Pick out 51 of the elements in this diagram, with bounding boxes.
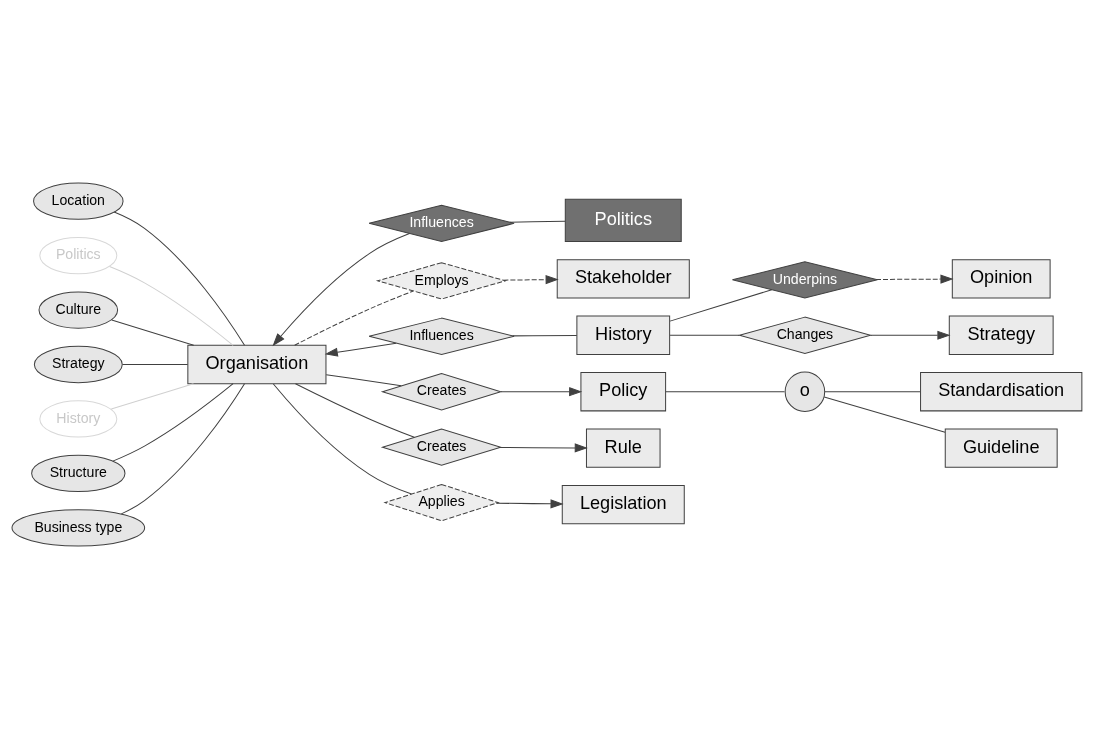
node-box: Guideline	[944, 428, 1058, 468]
node-ellipse: Business type	[11, 509, 146, 547]
node-diamond: Creates	[380, 373, 503, 411]
node-ellipse: Strategy	[33, 345, 123, 384]
arrow	[324, 342, 397, 357]
node-ellipse: Structure	[31, 454, 126, 493]
connector	[109, 266, 234, 346]
connector	[669, 289, 773, 322]
arrow	[875, 274, 954, 284]
connector	[112, 383, 234, 462]
connector	[509, 220, 566, 223]
connector	[120, 383, 246, 515]
node-ellipse: Location	[33, 182, 124, 220]
node-box: Stakeholder	[556, 259, 690, 299]
node-ellipse: Culture	[38, 291, 119, 329]
node-box: Organisation	[187, 344, 327, 385]
connector	[110, 383, 194, 410]
node-box: Politics	[564, 198, 682, 242]
node-diamond: Influences	[368, 317, 515, 355]
node-box: History	[576, 315, 671, 355]
connector	[669, 334, 740, 336]
node-diamond: Influences	[368, 204, 515, 243]
node-diamond: Creates	[380, 428, 503, 466]
connector	[122, 364, 189, 365]
node-box: Opinion	[951, 259, 1051, 299]
arrow	[499, 443, 588, 453]
arrow	[870, 330, 951, 340]
connector	[113, 211, 246, 346]
node-diamond: Underpins	[731, 261, 878, 299]
node-diamond: Changes	[737, 316, 873, 354]
connector	[665, 391, 786, 393]
node-box: Policy	[580, 372, 667, 412]
arrow	[500, 387, 583, 397]
arrow	[496, 499, 564, 509]
node-box: Strategy	[948, 315, 1054, 355]
connector	[325, 374, 402, 387]
node-circle: o	[784, 371, 826, 412]
connector	[294, 383, 415, 438]
connector	[272, 383, 413, 495]
node-box: Standardisation	[920, 372, 1083, 412]
node-diamond: Employs	[375, 262, 508, 300]
node-box: Rule	[585, 428, 661, 468]
node-box: Legislation	[561, 484, 685, 525]
arrow	[502, 275, 559, 285]
connector	[111, 319, 195, 346]
node-diamond: Applies	[383, 483, 500, 522]
connector	[824, 391, 921, 393]
connector	[512, 335, 578, 337]
connector	[294, 290, 414, 346]
connector	[823, 396, 946, 433]
arrow	[272, 233, 410, 347]
